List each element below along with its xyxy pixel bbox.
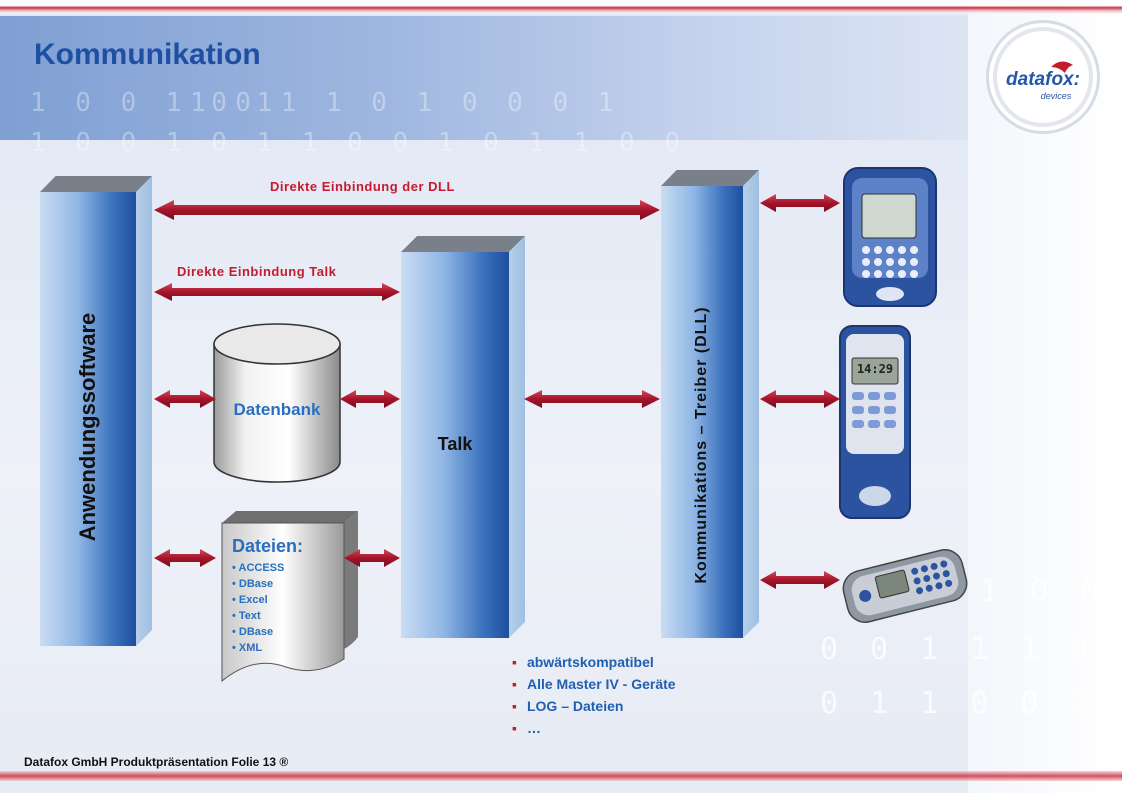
driver-column-label: Kommunikations – Treiber (DLL) (693, 306, 710, 584)
arrow-driver-device-1 (760, 194, 840, 212)
files-list: • ACCESS • DBase • Excel • Text • DBase … (232, 560, 284, 656)
arrow-driver-device-3 (760, 571, 840, 589)
talk-column (401, 252, 509, 638)
app-column (40, 192, 136, 646)
database-cylinder-icon (213, 323, 341, 483)
datafox-logo: datafox: devices (986, 20, 1100, 134)
footer: Datafox GmbH Produktpräsentation Folie 1… (24, 755, 289, 769)
database-label: Datenbank (233, 400, 321, 419)
logo-ring-icon (993, 27, 1093, 127)
terminal-clock-device-icon (839, 325, 911, 519)
arrow-app-files (154, 549, 216, 567)
driver-column-side (743, 170, 759, 638)
files-item: • ACCESS (232, 562, 285, 574)
feature-item: … (512, 720, 676, 742)
file-document-icon (221, 511, 358, 683)
arrow-talk (154, 283, 400, 301)
feature-item: abwärtskompatibel (512, 654, 676, 676)
binary-digits: 0 1 1 0 0 1 0 1 1 0 1 0 0 0 1 1 (820, 686, 1120, 721)
arrow-app-db (154, 390, 216, 408)
arrow-talk-driver (524, 390, 660, 408)
binary-digits: 1 0 0 0 1 1 (980, 574, 1122, 609)
files-item: • Text (232, 610, 261, 622)
files-title: Dateien: (232, 536, 304, 556)
device-clock-display: 14:29 (856, 362, 894, 376)
app-column-top (40, 176, 152, 192)
arrow-dll (154, 200, 660, 220)
top-decor-line (0, 0, 1122, 14)
terminal-device-icon (843, 167, 937, 307)
page-title: Kommunikation (34, 38, 261, 71)
binary-digits: 0 0 1 1 1 0 0 1 0 1 0 1 1 1 0 1 0 (820, 632, 1120, 667)
files-item: • DBase (232, 578, 274, 590)
binary-digits: 1 0 0 1 0 1 (30, 88, 280, 118)
driver-column-top (661, 170, 759, 186)
files-item: • Excel (232, 594, 268, 606)
handheld-device-icon (842, 549, 968, 623)
logo-brand: datafox: (1006, 69, 1080, 90)
bottom-decor-line (0, 771, 1122, 781)
feature-item: Alle Master IV - Geräte (512, 676, 676, 698)
app-column-label: Anwendungssoftware (75, 312, 100, 542)
arrow-talk-label: Direkte Einbindung Talk (177, 264, 337, 279)
arrow-driver-device-2 (760, 390, 840, 408)
binary-digits: 1 0 0 1 0 1 1 0 0 1 0 1 1 0 0 (30, 128, 687, 158)
talk-column-label: Talk (437, 434, 473, 454)
files-item: • XML (232, 642, 263, 654)
logo-subtitle: devices (1040, 91, 1072, 101)
talk-column-top (401, 236, 525, 252)
header-band (0, 16, 968, 140)
feature-item: LOG – Dateien (512, 698, 676, 720)
app-column-side (136, 176, 152, 646)
driver-column (661, 186, 743, 638)
talk-column-side (509, 236, 525, 638)
feature-list: abwärtskompatibel Alle Master IV - Gerät… (512, 654, 676, 742)
binary-digits: 1 0 1 1 0 1 0 0 0 1 (190, 88, 621, 118)
files-item: • DBase (232, 626, 274, 638)
arrow-db-talk (340, 390, 400, 408)
arrow-dll-label: Direkte Einbindung der DLL (270, 179, 455, 194)
